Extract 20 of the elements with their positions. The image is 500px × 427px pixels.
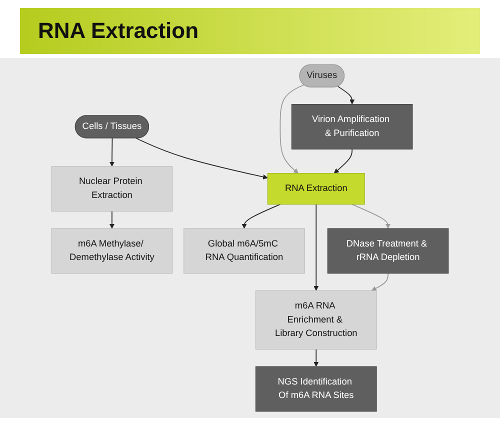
arrow — [314, 204, 319, 291]
arrow — [280, 84, 304, 174]
arrow — [136, 138, 268, 180]
node-box: m6A Methylase/ Demethylase Activity — [51, 228, 173, 274]
arrow — [337, 86, 355, 105]
title-banner: RNA Extraction — [20, 8, 480, 54]
node-box: NGS Identification Of m6A RNA Sites — [255, 366, 377, 412]
node-box: DNase Treatment & rRNA Depletion — [327, 228, 449, 274]
arrow — [109, 138, 114, 167]
node-box: Nuclear Protein Extraction — [51, 166, 173, 212]
arrow — [242, 204, 281, 229]
node-box: m6A RNA Enrichment & Library Construction — [255, 290, 377, 350]
arrow — [371, 272, 388, 291]
arrow — [109, 210, 114, 229]
arrow — [314, 348, 319, 367]
arrow — [352, 204, 391, 229]
node-box: RNA Extraction — [267, 173, 365, 205]
arrow — [334, 148, 353, 174]
node-box: Virion Amplification & Purification — [291, 104, 413, 150]
node-box: Global m6A/5mC RNA Quantification — [184, 228, 305, 274]
